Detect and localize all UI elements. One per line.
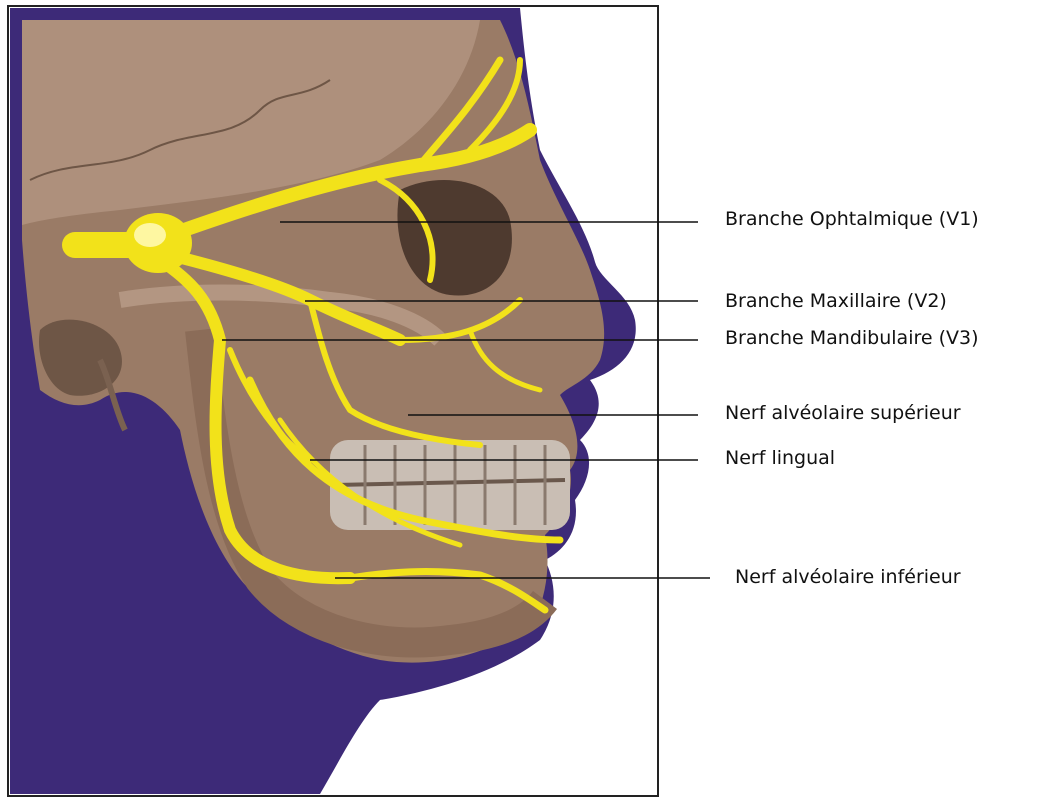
label-mandibular-branch: Branche Mandibulaire (V3)	[725, 327, 979, 349]
label-lingual-nerve: Nerf lingual	[725, 447, 835, 469]
ganglion-highlight	[134, 223, 166, 247]
label-maxillary-branch: Branche Maxillaire (V2)	[725, 290, 947, 312]
label-superior-alveolar-nerve: Nerf alvéolaire supérieur	[725, 402, 961, 424]
label-ophthalmic-branch: Branche Ophtalmique (V1)	[725, 208, 979, 230]
teeth	[330, 440, 570, 530]
label-inferior-alveolar-nerve: Nerf alvéolaire inférieur	[735, 566, 961, 588]
